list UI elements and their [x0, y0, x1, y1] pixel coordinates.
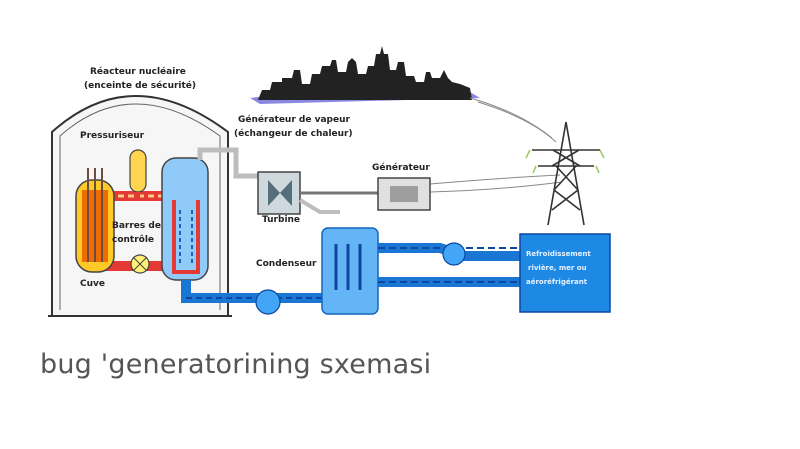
label-turbine: Turbine [262, 215, 300, 225]
steam-line [197, 147, 262, 179]
reactor-vessel [75, 168, 115, 273]
label-reactor-line1: Réacteur nucléaire [90, 66, 186, 77]
condenser [321, 227, 379, 315]
power-lines [429, 97, 563, 193]
caption-title: bug 'generatorining sxemasi [40, 349, 432, 380]
cooling-pump [442, 242, 466, 266]
label-rods-line1: Barres de [112, 221, 161, 231]
nuclear-power-plant-diagram: Réacteur nucléaire (enceinte de sécurité… [48, 46, 611, 317]
label-condenser: Condenseur [256, 259, 317, 269]
cooling-source-box [519, 233, 611, 313]
steam-generator [161, 157, 209, 281]
label-vessel: Cuve [80, 279, 105, 289]
label-cooling-line2: rivière, mer ou [528, 264, 587, 272]
turbine [257, 171, 340, 215]
feedwater-pump [255, 289, 281, 315]
label-cooling-line3: aéroréfrigérant [526, 278, 588, 286]
label-cooling-line1: Refroidissement [526, 250, 591, 258]
label-pressurizer: Pressuriseur [80, 131, 145, 141]
transmission-tower [525, 121, 605, 226]
label-steam-gen-line2: (échangeur de chaleur) [234, 128, 353, 139]
label-steam-gen-line1: Générateur de vapeur [238, 114, 350, 125]
generator [300, 177, 431, 211]
pressurizer [129, 149, 147, 198]
city-skyline [250, 46, 480, 104]
primary-pump [130, 254, 150, 274]
label-rods-line2: contrôle [112, 234, 154, 245]
label-reactor-line2: (enceinte de sécurité) [84, 80, 196, 91]
label-generator: Générateur [372, 162, 430, 173]
